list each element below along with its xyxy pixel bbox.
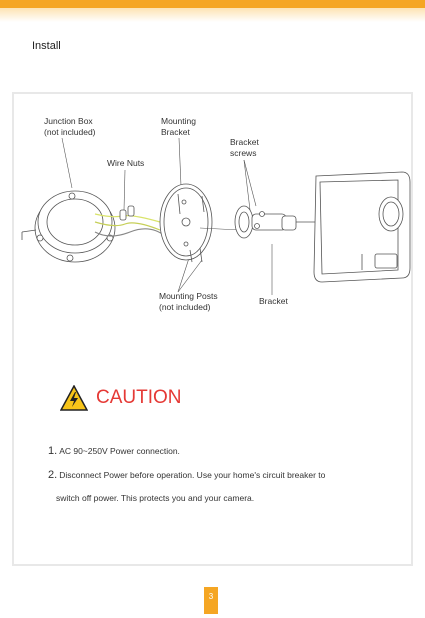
wire-nuts-drawing (120, 206, 134, 220)
instruction-text: AC 90~250V Power connection. (59, 446, 180, 456)
instruction-number: 2. (48, 469, 57, 481)
page-number: 3 (204, 587, 218, 614)
junction-box-drawing (22, 191, 115, 262)
warning-lightning-icon (60, 385, 88, 411)
instruction-item: 1. AC 90~250V Power connection. (48, 445, 388, 469)
camera-drawing (314, 172, 410, 282)
label-mounting-posts-note: (not included) (159, 302, 211, 312)
label-mounting-bracket-2: Bracket (161, 127, 190, 137)
label-bracket-screws-2: screws (230, 148, 256, 158)
label-mounting-posts: Mounting Posts (159, 291, 218, 301)
instruction-item: 2. Disconnect Power before operation. Us… (48, 469, 388, 493)
caution-heading: CAUTION (60, 381, 182, 415)
label-wire-nuts: Wire Nuts (107, 158, 144, 168)
instruction-list: 1. AC 90~250V Power connection. 2. Disco… (48, 445, 388, 517)
installation-diagram: Junction Box (not included) Wire Nuts Mo… (0, 0, 425, 360)
label-bracket-screws: Bracket (230, 137, 259, 147)
caution-title: CAUTION (96, 387, 182, 409)
label-mounting-bracket: Mounting (161, 116, 196, 126)
mounting-bracket-drawing (160, 184, 212, 262)
instruction-continuation: switch off power. This protects you and … (48, 493, 388, 517)
instruction-number: 1. (48, 445, 57, 457)
label-junction-box: Junction Box (44, 116, 93, 126)
instruction-text: Disconnect Power before operation. Use y… (59, 470, 325, 480)
bracket-drawing (235, 206, 316, 238)
label-junction-box-note: (not included) (44, 127, 96, 137)
label-bracket: Bracket (259, 296, 288, 306)
